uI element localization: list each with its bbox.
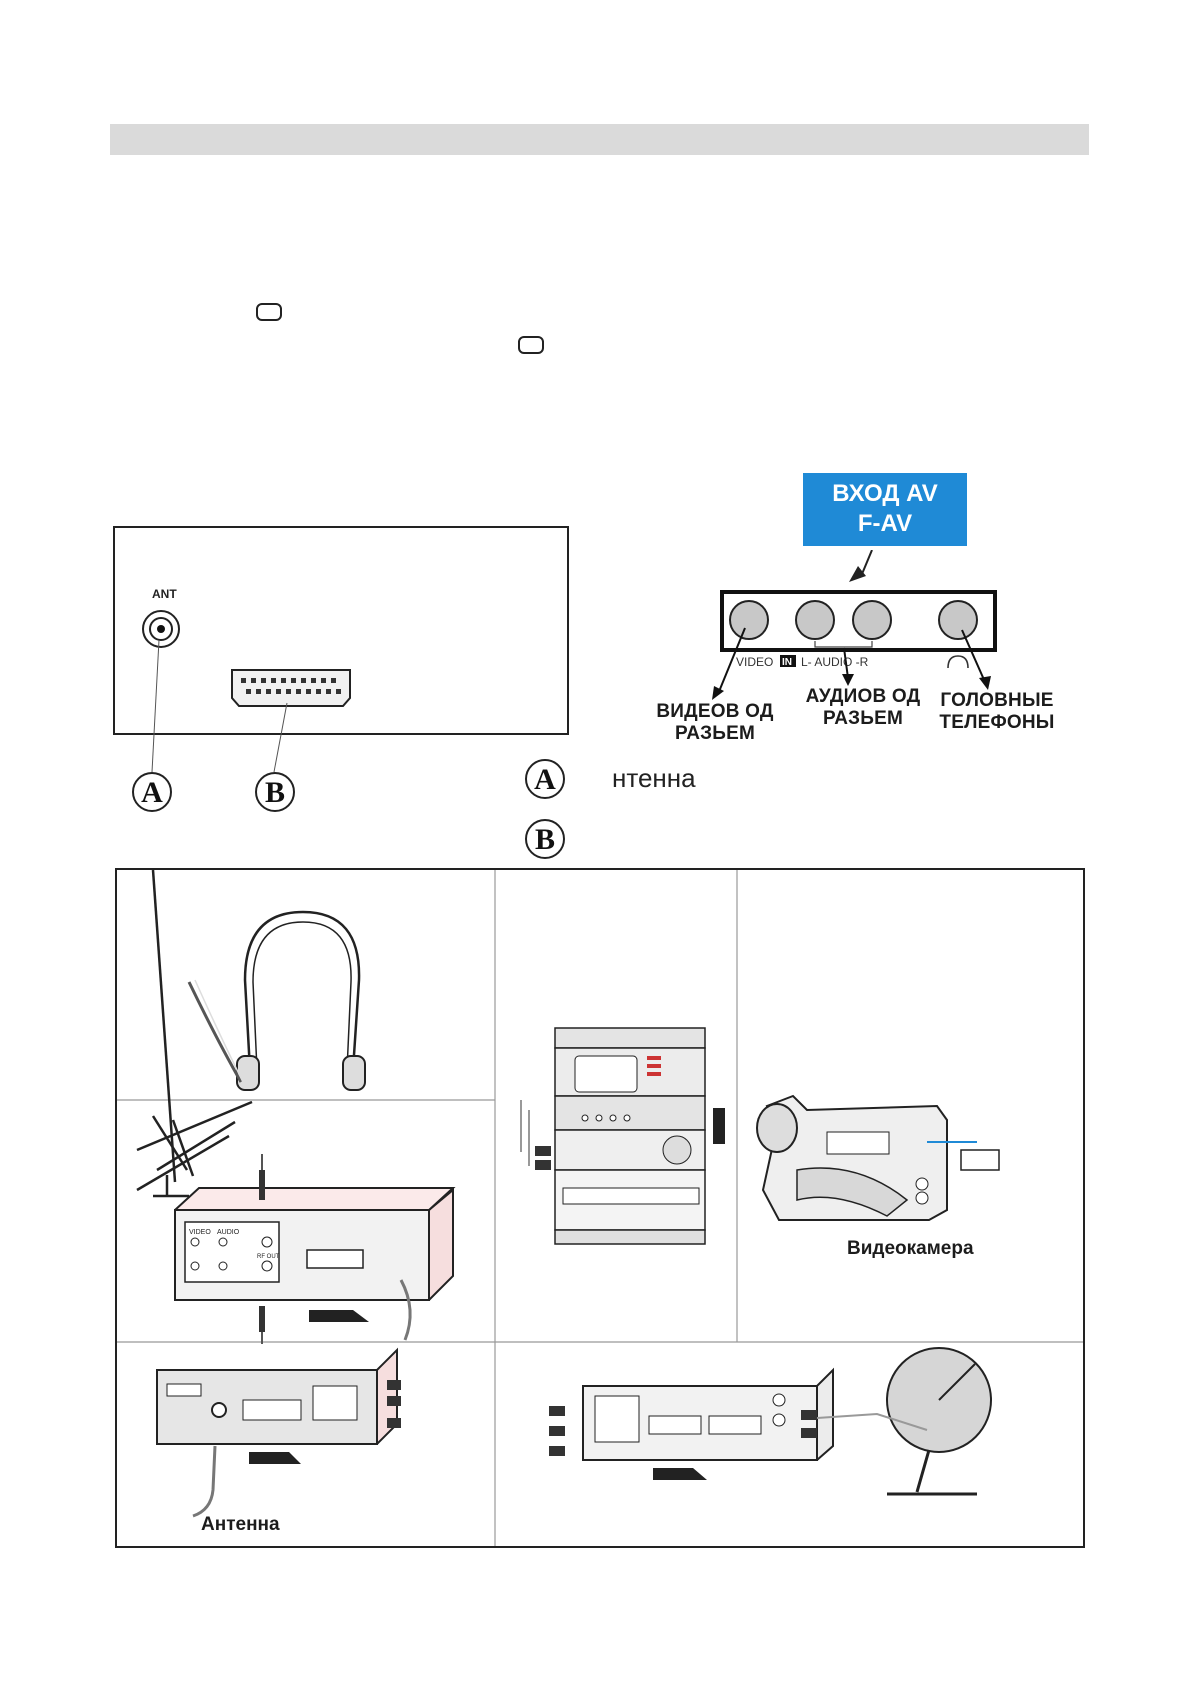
pointer-arrow-line	[861, 550, 873, 575]
scart-pin	[301, 678, 306, 683]
audio-input-callout: АУДИОВ ОД РАЗЬЕМ	[805, 686, 921, 729]
marker-a: A	[132, 772, 172, 812]
audio-label: L- AUDIO -R	[801, 655, 869, 669]
vcr-device-icon: VIDEO AUDIO RF OUT	[174, 1154, 456, 1344]
satellite-receiver-icon	[549, 1367, 834, 1480]
video-jack-icon	[729, 600, 769, 640]
arrow-head-icon	[849, 566, 866, 582]
front-av-panel: VIDEO IN L- AUDIO -R	[712, 550, 997, 700]
legend-marker-b: B	[525, 819, 565, 859]
connections-diagram: VIDEO AUDIO RF OUT	[115, 868, 1085, 1548]
legend-a-text: нтенна	[612, 763, 696, 793]
scart-pin	[296, 689, 301, 694]
av-input-title: ВХОД AV F-AV	[803, 473, 967, 546]
headphones-callout: ГОЛОВНЫЕ ТЕЛЕФОНЫ	[939, 690, 1055, 733]
scart-pin	[311, 678, 316, 683]
camcorder-caption: Видеокамера	[847, 1238, 974, 1259]
ant-label: ANT	[152, 587, 177, 601]
svg-text:AUDIO: AUDIO	[217, 1229, 240, 1236]
scart-pin	[266, 689, 271, 694]
av-input-title-line2: F-AV	[857, 510, 913, 537]
scart-pin	[331, 678, 336, 683]
in-badge	[780, 655, 796, 667]
audio-right-jack-icon	[852, 600, 892, 640]
headphones-icon	[187, 910, 366, 1091]
scart-pin	[241, 678, 246, 683]
scart-pin	[246, 689, 251, 694]
headphone-icon	[947, 655, 969, 669]
scart-pin	[306, 689, 311, 694]
camcorder-icon	[713, 1094, 1000, 1221]
marker-b: B	[255, 772, 295, 812]
satellite-dish-icon	[816, 1347, 992, 1496]
antenna-caption: Антенна	[201, 1514, 280, 1535]
back-panel-drawing: ANT	[142, 587, 351, 707]
scart-pin	[261, 678, 266, 683]
video-label: VIDEO	[736, 655, 773, 669]
av-input-title-line1: ВХОД AV	[832, 480, 938, 507]
tv-button-icon	[256, 303, 282, 321]
scart-pin	[276, 689, 281, 694]
scart-pin	[316, 689, 321, 694]
legend-marker-a: A	[525, 759, 565, 799]
video-input-callout: ВИДЕОВ ОД РАЗЬЕМ	[656, 701, 774, 744]
section-header-bar	[110, 124, 1089, 155]
connections-drawing: VIDEO AUDIO RF OUT	[117, 869, 1083, 1546]
vcr-antenna-device-icon	[156, 1347, 401, 1518]
scart-pin	[291, 678, 296, 683]
scart-pin	[326, 689, 331, 694]
svg-text:VIDEO: VIDEO	[189, 1229, 211, 1236]
scart-pin	[251, 678, 256, 683]
yagi-antenna-icon	[136, 869, 253, 1198]
svg-text:RF OUT: RF OUT	[257, 1254, 280, 1260]
tv-button-icon	[518, 336, 544, 354]
scart-pin	[281, 678, 286, 683]
scart-pin	[321, 678, 326, 683]
stereo-system-icon	[520, 1027, 706, 1245]
tv-back-panel: ANT	[113, 526, 569, 735]
scart-pin	[271, 678, 276, 683]
headphone-jack-icon	[938, 600, 978, 640]
in-badge-text: IN	[782, 657, 792, 668]
scart-socket-icon	[231, 669, 351, 707]
audio-left-jack-icon	[795, 600, 835, 640]
scart-pin	[286, 689, 291, 694]
scart-pin	[336, 689, 341, 694]
scart-pin	[256, 689, 261, 694]
